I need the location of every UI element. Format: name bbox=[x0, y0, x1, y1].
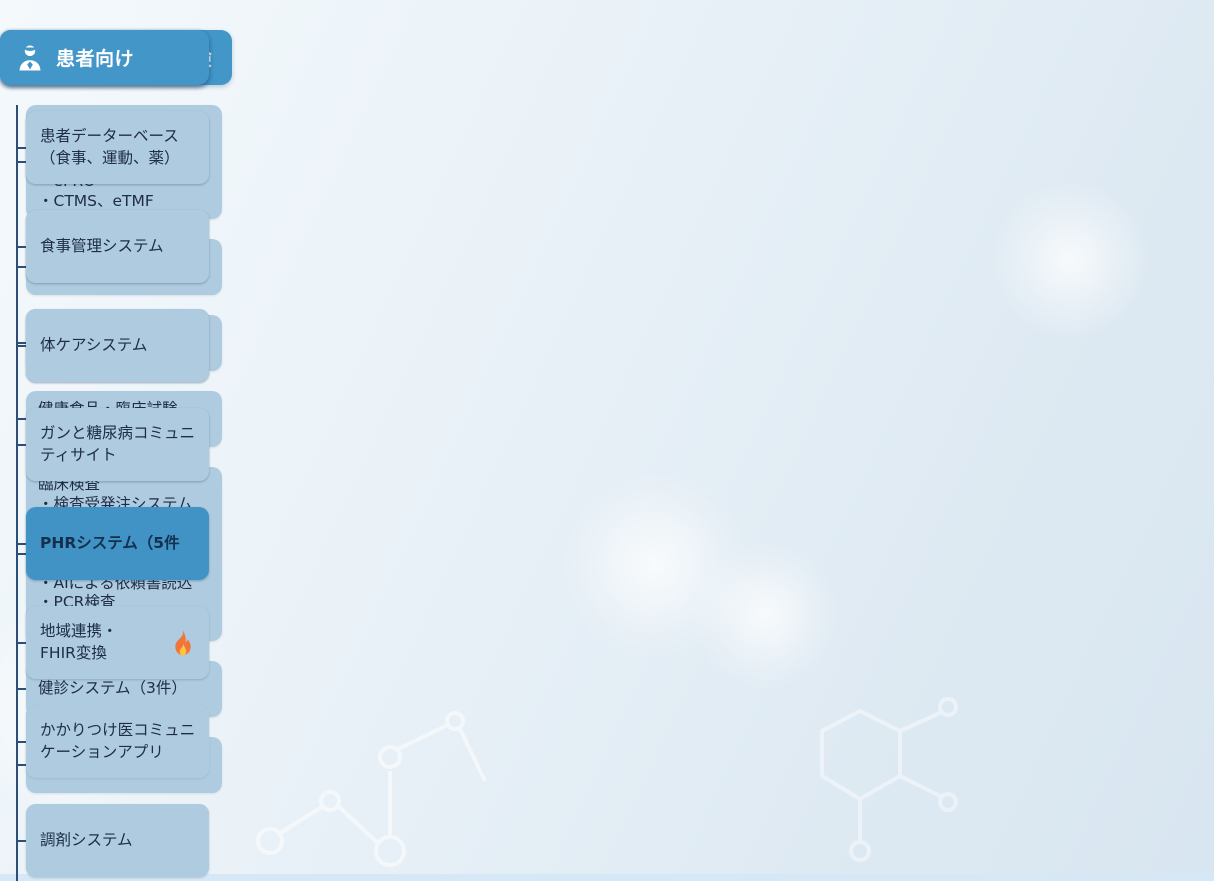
item-line: 健診システム（3件） bbox=[38, 678, 187, 697]
item-box: 調剤システム bbox=[26, 804, 210, 877]
item-line: PHRシステム（5件 bbox=[40, 533, 180, 552]
item-box: 食事管理システム bbox=[26, 210, 210, 283]
item-line: 調剤システム bbox=[40, 830, 133, 849]
item-line: ・CTMS、eTMF bbox=[38, 191, 154, 210]
item-text: 健診システム（3件） bbox=[38, 679, 187, 699]
item-box: 患者データーベース （食事、運動、薬） bbox=[26, 111, 210, 184]
item-line: ティサイト bbox=[40, 445, 117, 464]
patient-icon bbox=[13, 41, 47, 75]
item-line: かかりつけ医コミュニ bbox=[40, 721, 196, 740]
item-box: 地域連携・ FHIR変換 bbox=[26, 606, 210, 679]
item-text: 患者データーベース （食事、運動、薬） bbox=[40, 126, 180, 168]
item-text: ガンと糖尿病コミュニティサイト bbox=[40, 423, 195, 465]
molecule-pattern-decoration bbox=[820, 697, 958, 862]
molecule-pattern-decoration bbox=[256, 711, 487, 867]
column-body: 患者データーベース （食事、運動、薬） 食事管理システム体ケアシステムガンと糖尿病コ… bbox=[0, 111, 210, 580]
background-decoration bbox=[990, 180, 1150, 340]
item-text: 地域連携・ FHIR変換 bbox=[40, 621, 118, 663]
item-text: 体ケアシステム bbox=[40, 335, 147, 356]
item-line: （食事、運動、薬） bbox=[40, 148, 180, 167]
bottom-strip bbox=[0, 874, 1214, 881]
item-line: 患者データーベース bbox=[40, 127, 179, 146]
item-line: ガンと糖尿病コミュニ bbox=[40, 424, 196, 443]
item-box: 体ケアシステム bbox=[26, 309, 210, 382]
connector-line bbox=[16, 111, 18, 544]
item-box: ガンと糖尿病コミュニティサイト bbox=[26, 408, 210, 481]
item-line: 食事管理システム bbox=[40, 236, 164, 255]
item-text: 食事管理システム bbox=[40, 236, 164, 257]
item-line: 地域連携・ bbox=[40, 622, 118, 641]
item-line: FHIR変換 bbox=[40, 643, 107, 662]
item-line: 体ケアシステム bbox=[40, 335, 148, 354]
column-header: 患者向け bbox=[0, 30, 210, 85]
background-decoration bbox=[690, 540, 840, 690]
column-header-label: 患者向け bbox=[56, 48, 135, 70]
item-box: かかりつけ医コミュニケーションアプリ bbox=[26, 705, 210, 778]
item-text: PHRシステム（5件 bbox=[40, 533, 180, 554]
background-decoration bbox=[560, 470, 750, 660]
item-line: ケーションアプリ bbox=[40, 742, 164, 761]
item-box: PHRシステム（5件 bbox=[26, 507, 210, 580]
item-text: 調剤システム bbox=[40, 830, 133, 851]
flame-icon bbox=[163, 629, 195, 657]
item-text: かかりつけ医コミュニケーションアプリ bbox=[40, 720, 195, 762]
column-for-patients: 患者向け患者データーベース （食事、運動、薬） 食事管理システム体ケアシステムガンと… bbox=[0, 30, 210, 580]
